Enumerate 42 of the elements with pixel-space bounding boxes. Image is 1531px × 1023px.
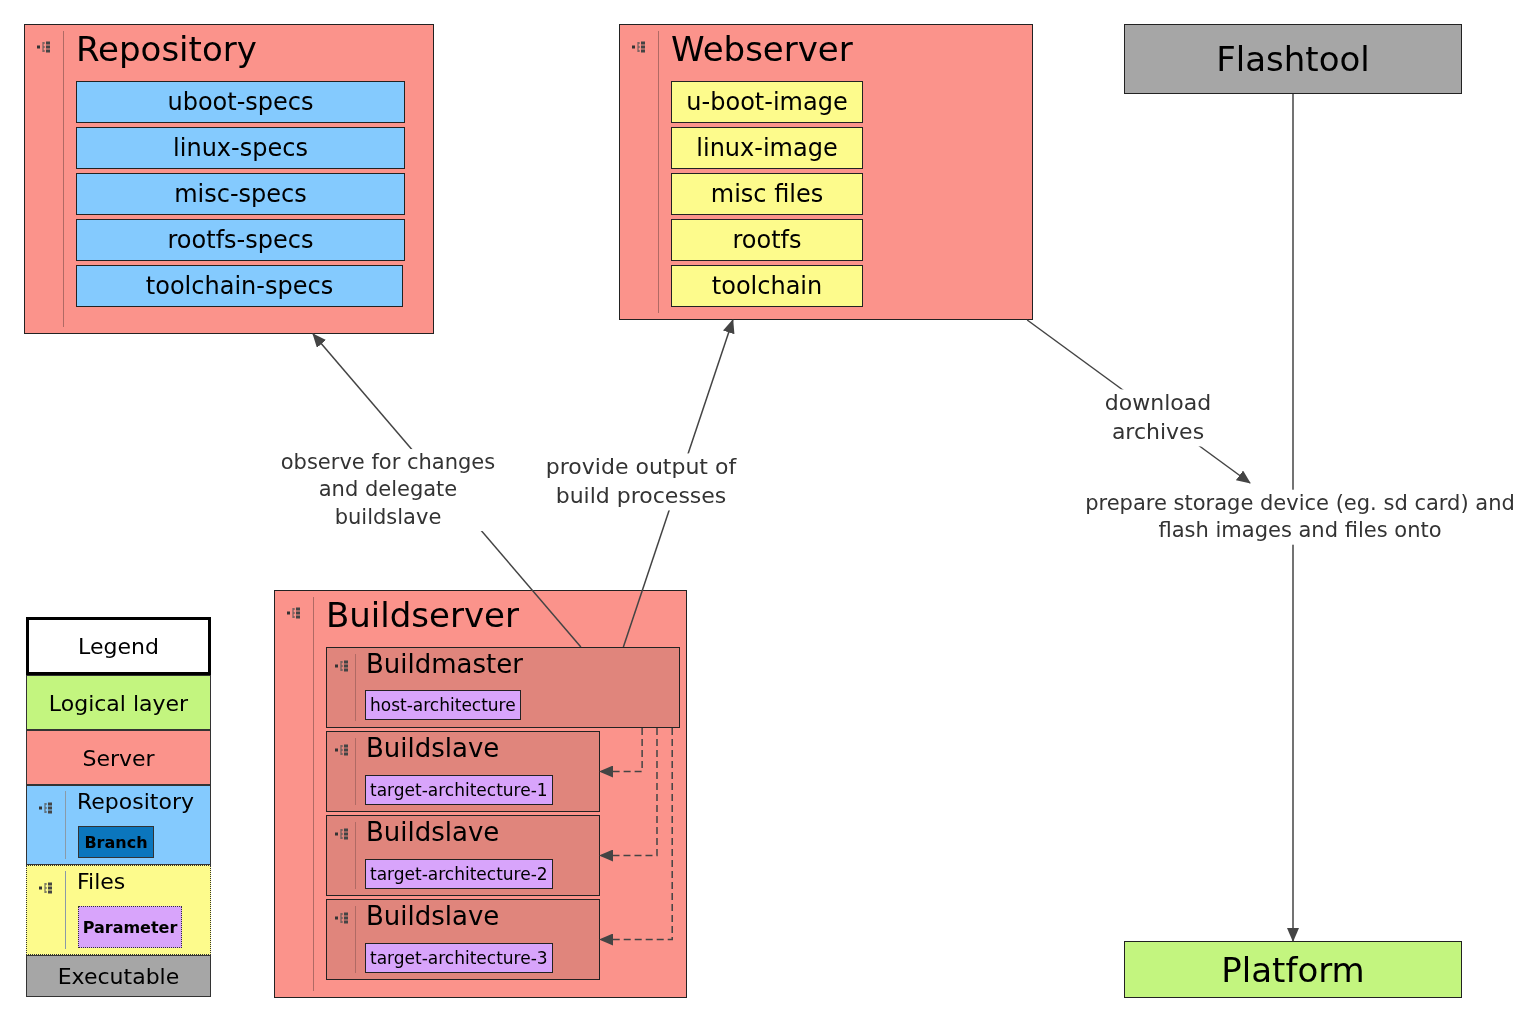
parameter-tag: target-architecture-1 [365, 775, 553, 805]
server-panel [274, 590, 687, 998]
file-entry: linux-image [671, 127, 863, 169]
server-panel [619, 24, 1033, 320]
legend-text: Files [77, 869, 126, 894]
legend-text: Parameter [81, 917, 179, 937]
panel-title: Repository [76, 31, 257, 69]
spec-entry: uboot-specs [76, 81, 405, 123]
spec-entry: misc-specs [76, 173, 405, 215]
parameter-tag: target-architecture-3 [365, 943, 553, 973]
panel-title: Buildslave [366, 902, 500, 931]
file-entry: toolchain [671, 265, 863, 307]
arrow [599, 727, 643, 778]
legend-text: Repository [77, 789, 194, 814]
build-node-panel [326, 731, 600, 812]
parameter-tag: host-architecture [365, 690, 521, 720]
file-entry: u-boot-image [671, 81, 863, 123]
executable-box: Flashtool [1124, 24, 1462, 94]
legend-text: Logical layer [47, 690, 190, 715]
legend-text: Executable [56, 963, 181, 989]
spec-entry: linux-specs [76, 127, 405, 169]
arrow [599, 727, 658, 862]
panel-title: Buildmaster [366, 650, 523, 679]
file-entry: misc files [671, 173, 863, 215]
build-node-panel [326, 899, 600, 980]
platform-box: Platform [1124, 941, 1462, 998]
panel-title: Buildslave [366, 818, 500, 847]
panel-title: Buildserver [326, 597, 519, 635]
parameter-tag: target-architecture-2 [365, 859, 553, 889]
file-entry: rootfs [671, 219, 863, 261]
legend-title: Legend [26, 617, 211, 675]
server-panel [24, 24, 434, 334]
panel-title: Buildslave [366, 734, 500, 763]
arrow [599, 727, 673, 946]
build-node-panel [326, 647, 680, 728]
panel-title: Webserver [671, 31, 853, 69]
legend-text: Server [81, 745, 156, 770]
arrow [1287, 93, 1299, 942]
legend-text: Branch [83, 832, 149, 852]
spec-entry: rootfs-specs [76, 219, 405, 261]
spec-entry: toolchain-specs [76, 265, 403, 307]
build-node-panel [326, 815, 600, 896]
